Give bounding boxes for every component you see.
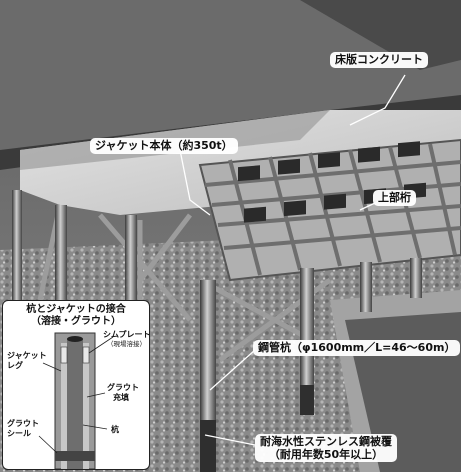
jacket-lattice	[198, 138, 461, 282]
pile	[410, 258, 422, 298]
shim-plate-sublabel: （現場溶接）	[107, 340, 146, 348]
pile-stainless-cover	[300, 385, 314, 415]
inset-title-line2: （溶接・グラウト）	[31, 316, 121, 327]
pile-shape	[67, 339, 83, 469]
upper-girder-label: 上部桁	[373, 190, 416, 206]
pile-label: 杭	[111, 425, 119, 434]
jacket-leg-label-1: ジャケット	[7, 351, 47, 360]
pile-joint-inset: 杭とジャケットの接合 （溶接・グラウト） シムプレート （現場溶接） ジャケット…	[2, 300, 150, 470]
grout-seal-shape	[55, 451, 95, 461]
pile-stainless-cover	[200, 420, 216, 472]
shim-plate-label: シムプレート	[103, 330, 150, 339]
stainless-cover-subtitle: （耐用年数50年以上）	[268, 448, 384, 461]
grout-fill-label-1: グラウト	[107, 383, 139, 392]
pile	[55, 205, 67, 325]
floor-slab-label: 床版コンクリート	[330, 52, 428, 68]
pile-joint-drawing	[38, 332, 114, 469]
grout-seal-label-2: シール	[7, 429, 31, 438]
grout-seal-label-1: グラウト	[7, 419, 39, 428]
steel-pipe-pile-label: 鋼管杭（φ1600mm／L=46～60m）	[253, 340, 461, 356]
pile	[360, 262, 372, 312]
stainless-cover-title: 耐海水性ステンレス鋼被覆	[260, 435, 392, 448]
steel-piles	[12, 190, 422, 472]
inset-title-line1: 杭とジャケットの接合	[26, 304, 126, 315]
grout-fill-label-2: 充填	[113, 393, 129, 402]
existing-pavement	[0, 0, 461, 150]
stainless-cover-label: 耐海水性ステンレス鋼被覆 （耐用年数50年以上）	[255, 434, 397, 462]
pile	[12, 190, 22, 300]
shim-plate-shape	[60, 346, 68, 364]
jacket-body-label: ジャケット本体（約350t）	[90, 138, 238, 154]
pile	[125, 215, 137, 325]
jacket-leg-label-2: レグ	[7, 361, 23, 370]
pile	[300, 268, 314, 408]
